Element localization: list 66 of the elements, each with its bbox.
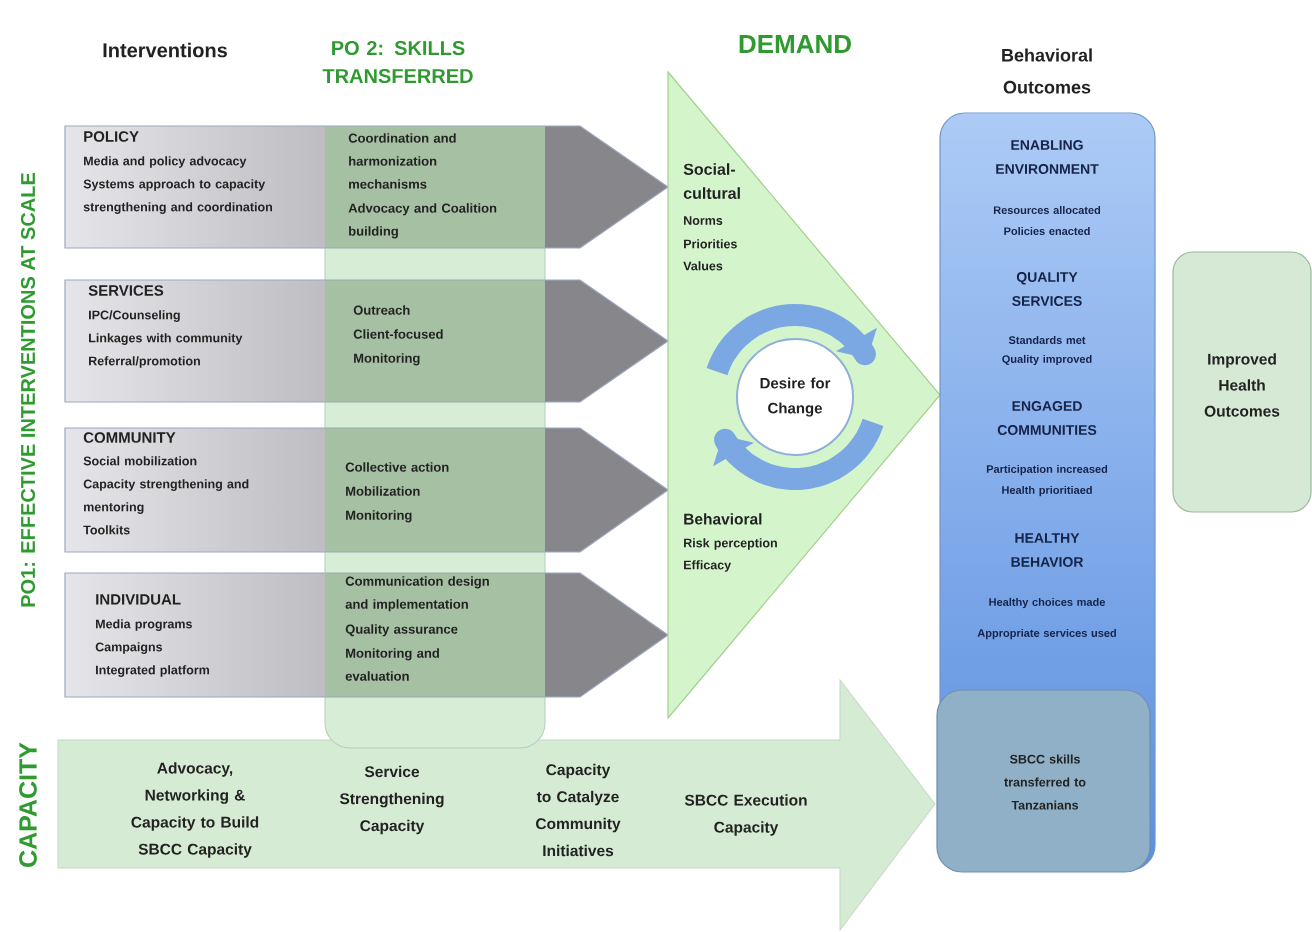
side-heading: PO1: EFFECTIVE INTERVENTIONS AT SCALE [20,173,36,607]
column-heading: PO 2: SKILLS TRANSFERRED [322,40,473,84]
column-heading: Behavioral Outcomes [1002,48,1092,94]
category-heading: Behavioral [684,513,762,525]
list-item: Toolkits [83,525,130,535]
category-heading: QUALITY SERVICES [1012,272,1082,306]
center-circle [736,338,854,456]
category-heading: ENABLING ENVIRONMENT [996,140,1099,174]
heading: POLICY [84,131,139,142]
list-item: Policies enacted [1004,226,1090,236]
skill-item: Mobilization [346,486,420,496]
side-heading: CAPACITY [19,742,37,867]
list-item: Systems approach to capacity strengthening and coordination [83,179,272,214]
list-item: Media programs [96,619,192,631]
list-item: Norms [684,216,723,225]
list-item: Risk perception [684,538,777,550]
heading: SERVICES [88,285,164,296]
list-item: Quality improved [1002,354,1092,366]
skill-item: Collective action [345,462,449,472]
box-label: SBCC skills transferred to Tanzanians [1004,754,1086,810]
heading: COMMUNITY [83,432,176,443]
list-item: Media and policy advocacy [84,156,247,168]
skill-item: Monitoring and evaluation [345,648,439,681]
heading: INDIVIDUAL [96,594,181,605]
list-item: Participation increased [986,464,1108,476]
skill-item: Outreach [353,305,410,315]
box-label: SBCC Execution Capacity [684,794,807,836]
box-label: Capacity to Catalyze Community Initiatives [536,763,621,857]
list-item: Linkages with community [89,333,243,345]
circle-label: Desire for Change [760,377,831,417]
category-heading: ENGAGED COMMUNITIES [997,401,1097,435]
list-item: Standards met [1008,335,1086,345]
skills-box [936,689,1151,873]
box-label: Advocacy, Networking & Capacity to Build SBCC Capacity [131,762,259,858]
chevron-box [64,572,670,698]
list-item: Referral/promotion [89,356,200,368]
list-item: Social mobilization [83,456,197,466]
box-label: Improved Health Outcomes [1204,353,1280,417]
list-item: Appropriate services used [977,628,1116,640]
chevron-box [64,125,670,249]
list-item: IPC/Counseling [89,310,180,322]
category-heading: Social-cultural [683,163,740,199]
list-item: Capacity strengthening and mentoring [83,479,249,514]
skill-item: Client-focused [353,329,443,339]
list-item: Campaigns [95,642,163,654]
chevron-box [64,279,670,403]
outcome-box [1172,251,1312,513]
skill-item: Coordination and harmonization mechanisms [348,133,456,189]
skill-item: Advocacy and Coalition building [348,203,497,239]
column-heading: Interventions [103,42,227,58]
list-item: Priorities [684,239,737,249]
skill-item: Monitoring [346,510,412,523]
chevron-box [64,427,670,553]
list-item: Values [683,261,723,271]
skill-item: Monitoring [354,353,420,366]
column-heading: DEMAND [739,35,851,53]
list-item: Healthy choices made [989,597,1105,609]
list-item: Integrated platform [96,665,209,677]
list-item: Efficacy [684,560,732,572]
skill-item: Quality assurance [345,624,458,637]
category-heading: HEALTHY BEHAVIOR [1011,533,1084,567]
list-item: Resources allocated [993,205,1101,215]
box-label: Service Strengthening Capacity [339,765,444,835]
list-item: Health prioritiaed [1002,485,1092,497]
skill-item: Communication design and implementation [345,576,489,612]
capacity-arrow [57,679,936,931]
